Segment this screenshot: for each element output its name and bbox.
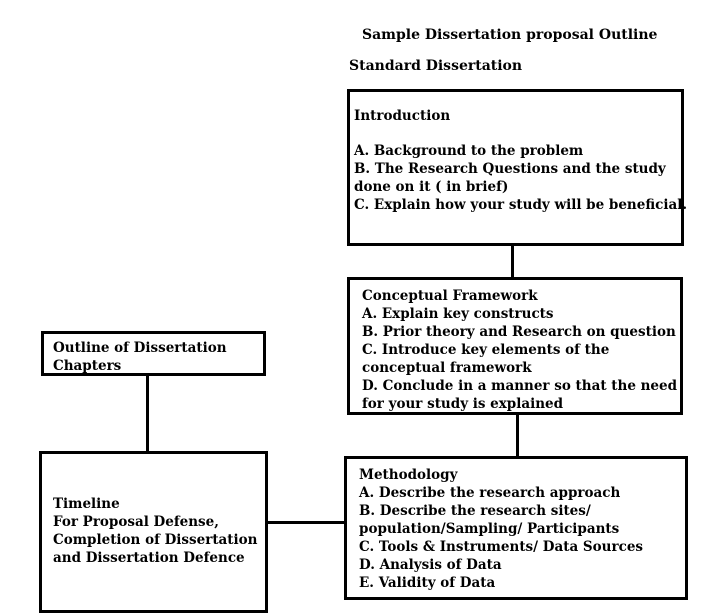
conceptual-item: B. Prior theory and Research on question (362, 324, 676, 340)
conceptual-item: for your study is explained (362, 396, 564, 412)
connector-outline-timeline (146, 375, 149, 452)
outline-chapters-line: Chapters (53, 358, 122, 374)
timeline-line: Timeline (53, 496, 120, 512)
outline-chapters-box: Outline of Dissertation Chapters (41, 331, 266, 376)
timeline-line: and Dissertation Defence (53, 550, 245, 566)
connector-timeline-methodology (267, 521, 344, 524)
conceptual-framework-heading: Conceptual Framework (362, 288, 538, 304)
methodology-item: E. Validity of Data (359, 575, 496, 591)
timeline-box: Timeline For Proposal Defense, Completio… (39, 451, 268, 613)
introduction-item: B. The Research Questions and the study (354, 161, 666, 177)
outline-chapters-line: Outline of Dissertation (53, 340, 227, 356)
methodology-item: population/Sampling/ Participants (359, 521, 620, 537)
introduction-item: C. Explain how your study will be benefi… (354, 197, 688, 213)
methodology-item: D. Analysis of Data (359, 557, 502, 573)
diagram-title: Sample Dissertation proposal Outline (362, 27, 658, 43)
connector-conceptual-methodology (516, 414, 519, 456)
conceptual-framework-box: Conceptual Framework A. Explain key cons… (347, 277, 683, 415)
timeline-line: Completion of Dissertation (53, 532, 258, 548)
conceptual-item: A. Explain key constructs (362, 306, 554, 322)
conceptual-item: D. Conclude in a manner so that the need (362, 378, 678, 394)
conceptual-item: C. Introduce key elements of the (362, 342, 610, 358)
connector-intro-conceptual (511, 245, 514, 277)
methodology-box: Methodology A. Describe the research app… (344, 456, 688, 600)
methodology-item: B. Describe the research sites/ (359, 503, 591, 519)
methodology-item: A. Describe the research approach (359, 485, 621, 501)
methodology-item: C. Tools & Instruments/ Data Sources (359, 539, 644, 555)
introduction-item: A. Background to the problem (354, 143, 584, 159)
methodology-heading: Methodology (359, 467, 458, 483)
timeline-line: For Proposal Defense, (53, 514, 219, 530)
conceptual-item: conceptual framework (362, 360, 532, 376)
introduction-box: Introduction A. Background to the proble… (347, 89, 688, 246)
introduction-item: done on it ( in brief) (354, 179, 509, 195)
introduction-heading: Introduction (354, 108, 451, 124)
diagram-subtitle: Standard Dissertation (349, 58, 523, 74)
